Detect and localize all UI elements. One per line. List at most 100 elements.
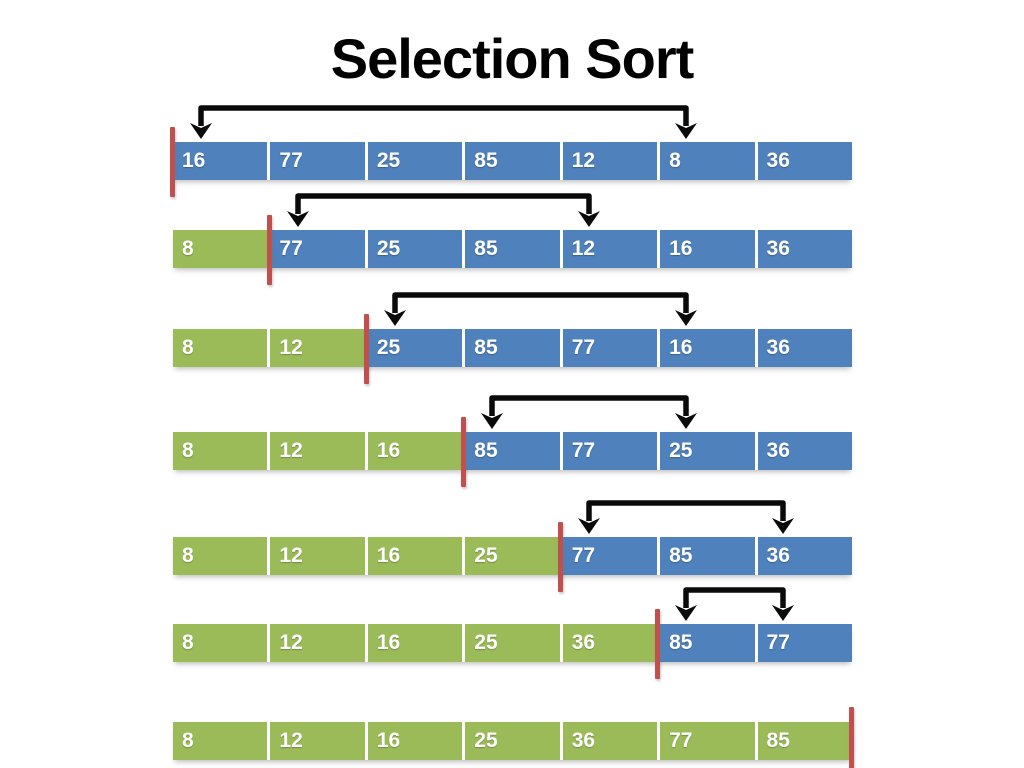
array-cell: 12 [270, 722, 368, 760]
cell-value: 16 [376, 729, 401, 752]
cell-value: 77 [766, 631, 790, 654]
swap-arrow [578, 500, 794, 534]
sorted-boundary-marker [461, 417, 466, 487]
cell-value: 16 [182, 149, 206, 172]
cell-value: 36 [766, 237, 790, 260]
cell-value: 77 [669, 729, 693, 752]
swap-arrow [481, 395, 697, 429]
cell-value: 8 [669, 149, 681, 172]
arrowhead-down-icon [675, 413, 697, 429]
cell-value: 77 [571, 439, 596, 462]
cell-value: 8 [182, 237, 194, 260]
array-cell: 36 [757, 329, 852, 367]
array-row: 16 77 25 85 12 8 36 [173, 142, 852, 180]
array-cell: 16 [660, 230, 758, 268]
arrowhead-down-icon [675, 123, 697, 139]
cell-value: 8 [182, 544, 194, 567]
array-cell: 16 [367, 722, 466, 760]
array-cell: 85 [757, 722, 852, 760]
array-cell: 8 [173, 329, 271, 367]
arrowhead-down-icon [578, 211, 600, 227]
array-cell: 12 [562, 142, 661, 180]
cell-value: 16 [376, 544, 401, 567]
cell-value: 16 [669, 237, 693, 260]
array-cell: 85 [465, 432, 563, 470]
array-cell: 16 [367, 624, 466, 662]
array-cell: 85 [465, 142, 563, 180]
arrowhead-down-icon [287, 211, 309, 227]
swap-arrow [384, 292, 697, 326]
cell-value: 85 [474, 336, 498, 359]
arrowhead-down-icon [772, 605, 794, 621]
array-cell: 36 [757, 432, 852, 470]
swap-arrow [287, 193, 600, 227]
array-cell: 36 [757, 537, 852, 575]
arrowhead-down-icon [578, 518, 600, 534]
sorted-boundary-marker [849, 707, 854, 768]
array-cell: 12 [270, 432, 368, 470]
cell-value: 36 [766, 336, 790, 359]
array-cell: 25 [660, 432, 758, 470]
arrowhead-down-icon [675, 605, 697, 621]
array-cell: 12 [270, 537, 368, 575]
array-cell: 12 [562, 230, 661, 268]
arrowhead-down-icon [772, 518, 794, 534]
cell-value: 12 [279, 729, 303, 752]
array-cell: 16 [660, 329, 758, 367]
arrowhead-down-icon [675, 310, 697, 326]
arrowhead-down-icon [190, 123, 212, 139]
array-cell: 36 [562, 624, 661, 662]
array-cell: 8 [173, 537, 271, 575]
array-cell: 25 [465, 624, 563, 662]
cell-value: 85 [474, 149, 498, 172]
cell-value: 85 [766, 729, 790, 752]
cell-value: 12 [279, 544, 303, 567]
array-cell: 25 [465, 722, 563, 760]
cell-value: 12 [571, 237, 596, 260]
cell-value: 85 [669, 544, 693, 567]
cell-value: 8 [182, 631, 194, 654]
cell-value: 85 [474, 237, 498, 260]
array-cell: 12 [270, 329, 368, 367]
array-cell: 36 [757, 230, 852, 268]
sorted-boundary-marker [267, 215, 272, 285]
cell-value: 25 [376, 336, 401, 359]
swap-arrow [190, 105, 697, 139]
array-cell: 36 [562, 722, 661, 760]
cell-value: 36 [766, 149, 790, 172]
array-cell: 85 [465, 329, 563, 367]
cell-value: 77 [279, 237, 303, 260]
array-cell: 25 [367, 142, 466, 180]
cell-value: 16 [376, 631, 401, 654]
array-cell: 16 [173, 142, 271, 180]
cell-value: 8 [182, 729, 194, 752]
array-cell: 8 [660, 142, 758, 180]
array-cell: 77 [660, 722, 758, 760]
array-cell: 8 [173, 432, 271, 470]
array-row: 8 12 16 25 36 77 85 [173, 722, 852, 760]
array-cell: 36 [757, 142, 852, 180]
array-cell: 77 [562, 329, 661, 367]
sorted-boundary-marker [364, 314, 369, 384]
cell-value: 12 [571, 149, 596, 172]
array-cell: 16 [367, 432, 466, 470]
array-cell: 25 [367, 230, 466, 268]
cell-value: 85 [474, 439, 498, 462]
cell-value: 12 [279, 336, 303, 359]
arrowhead-down-icon [384, 310, 406, 326]
array-cell: 8 [173, 722, 271, 760]
array-cell: 16 [367, 537, 466, 575]
cell-value: 25 [474, 631, 498, 654]
array-cell: 77 [562, 537, 661, 575]
cell-value: 36 [571, 729, 596, 752]
array-cell: 25 [367, 329, 466, 367]
cell-value: 36 [766, 439, 790, 462]
cell-value: 77 [279, 149, 303, 172]
cell-value: 12 [279, 439, 303, 462]
cell-value: 25 [376, 149, 401, 172]
swap-arrow [675, 587, 794, 621]
